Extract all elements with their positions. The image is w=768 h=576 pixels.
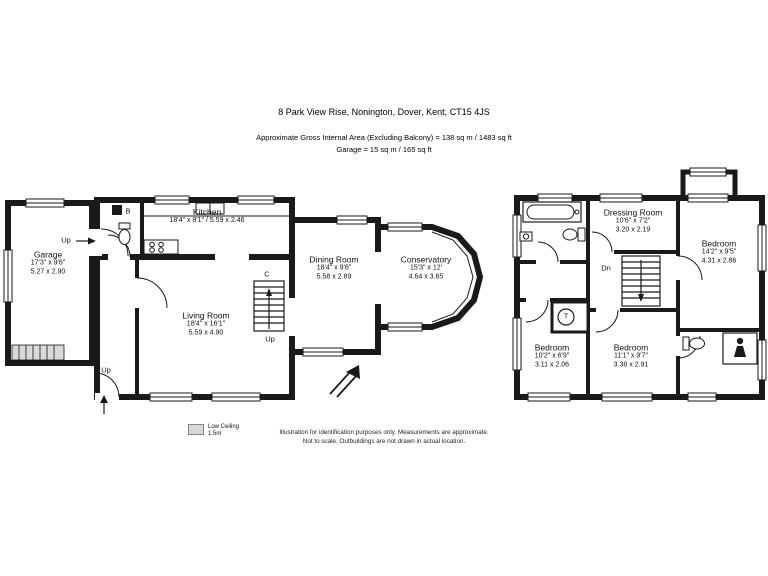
legend-label: Low Ceiling [208, 424, 240, 430]
garage-up-arrow-icon [76, 237, 96, 245]
bathtub-icon [522, 201, 582, 223]
door-arc-bedroom-bm [595, 309, 619, 333]
garage-room [5, 200, 95, 366]
room-label-bedroom-right: Bedroom 14'2" x 9'5" 4.31 x 2.86 [701, 238, 737, 265]
area-summary: Approximate Gross Internal Area (Excludi… [0, 132, 768, 155]
up-label-stairs: Up [265, 334, 275, 344]
up-label-hall: Up [101, 365, 111, 375]
stairs-first [621, 255, 661, 307]
down-label-stairs: Dn [601, 263, 611, 273]
windows-ground [3, 195, 423, 402]
shower-icon [722, 332, 758, 365]
room-label-garage: Garage 17'3" x 9'6" 5.27 x 2.90 [30, 249, 66, 276]
boiler-icon [112, 205, 122, 215]
room-label-bedroom-bottom-middle: Bedroom 11'1" x 9'7" 3.38 x 2.91 [613, 342, 649, 369]
room-label-dressing-room: Dressing Room 10'6" x 7'2" 3.20 x 2.19 [603, 207, 663, 234]
disclaimer-line2: Not to scale. Outbuildings are not drawn… [302, 437, 466, 445]
toilet-icon-ground [118, 222, 131, 245]
door-arc-bedroom-right [677, 255, 703, 281]
kitchen-counter [143, 202, 289, 255]
up-label-garage: Up [61, 235, 71, 245]
internal-area-line: Approximate Gross Internal Area (Excludi… [256, 133, 512, 142]
room-label-conservatory: Conservatory 15'3" x 12' 4.64 x 3.65 [400, 254, 452, 281]
door-arc-dressing [591, 231, 613, 253]
room-label-bedroom-bottom-left: Bedroom 10'2" x 6'9" 3.11 x 2.06 [534, 342, 570, 369]
ground-floor-plan [3, 195, 484, 414]
room-label-dining-room: Dining Room 18'4" x 9'6" 5.58 x 2.89 [309, 254, 359, 281]
entrance-gap [95, 393, 119, 402]
entrance-arrow-icon [100, 395, 108, 414]
conservatory-glazing [431, 231, 474, 323]
room-label-living-room: Living Room 18'4" x 16'1" 5.59 x 4.90 [182, 310, 230, 337]
tank-label: T [563, 313, 569, 321]
disclaimer-line1: Illustration for identification purposes… [279, 429, 489, 436]
boiler-label: B [125, 206, 131, 216]
door-arc-bathroom-tl [537, 241, 559, 263]
disclaimer: Illustration for identification purposes… [0, 429, 768, 446]
basin-icon [519, 231, 533, 242]
door-arc-hall-living [136, 277, 168, 309]
stairs-ground [253, 280, 285, 332]
page-title: 8 Park View Rise, Nonington, Dover, Kent… [0, 107, 768, 117]
room-label-kitchen: Kitchen 18'4" x 8'1" / 5.59 x 2.46 [169, 206, 245, 224]
garage-area-line: Garage = 15 sq m / 165 sq ft [336, 144, 432, 154]
cupboard-label: C [264, 269, 270, 279]
dining-room-block [289, 217, 381, 355]
legend: Low Ceiling 1.5m [188, 424, 239, 438]
toilet-icon-first-a [562, 227, 586, 242]
tank-circle-icon [557, 308, 575, 326]
property-address: 8 Park View Rise, Nonington, Dover, Kent… [278, 107, 490, 117]
low-ceiling-swatch [188, 424, 204, 435]
legend-sublabel: 1.5m [208, 431, 222, 437]
toilet-icon-first-b [682, 336, 705, 351]
door-arc-entrance [94, 372, 120, 398]
north-arrow-icon [329, 365, 360, 398]
first-floor-plan [512, 167, 767, 402]
windows-first [512, 167, 767, 402]
door-arc-bedroom-bl [525, 299, 549, 323]
low-ceiling-area [11, 344, 65, 361]
